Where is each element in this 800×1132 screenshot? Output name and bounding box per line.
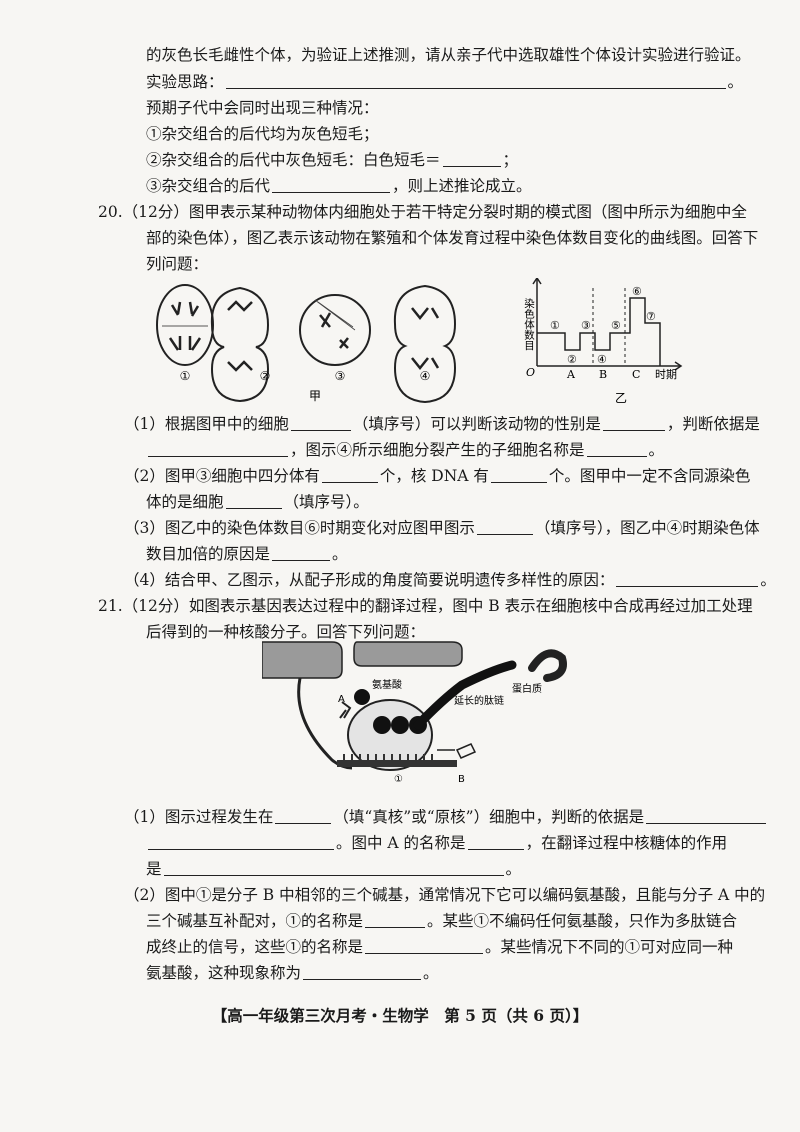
label-amino-acid: 氨基酸 bbox=[372, 678, 402, 691]
cell-1-diagram bbox=[156, 284, 214, 366]
svg-text:C: C bbox=[632, 368, 640, 381]
answer-blank[interactable] bbox=[365, 938, 484, 954]
figure-jia: ① ② ③ ④ 甲 bbox=[150, 280, 480, 405]
svg-text:⑤: ⑤ bbox=[611, 319, 621, 332]
svg-text:①: ① bbox=[550, 319, 560, 332]
q21-p2-line1: （2）图中①是分子 B 中相邻的三个碱基，通常情况下它可以编码氨基酸，且能与分子… bbox=[124, 886, 766, 904]
q21-p2-line4: 氨基酸，这种现象称为。 bbox=[146, 964, 439, 982]
answer-blank[interactable] bbox=[290, 415, 351, 431]
answer-blank[interactable] bbox=[321, 467, 378, 483]
q21-stem-line1: 21.（12分）如图表示基因表达过程中的翻译过程，图中 B 表示在细胞核中合成再… bbox=[98, 597, 753, 615]
q21-p1-line3: 是。 bbox=[146, 860, 522, 878]
cell-4-diagram bbox=[393, 284, 457, 404]
q20-p3-line1: （3）图乙中的染色体数目⑥时期变化对应图甲图示（填序号），图乙中④时期染色体 bbox=[124, 519, 760, 537]
cell-label-1: ① bbox=[180, 369, 191, 383]
q19-line3: 预期子代中会同时出现三种情况： bbox=[146, 99, 379, 117]
label-chain: 延长的肽链 bbox=[454, 694, 504, 707]
answer-blank[interactable] bbox=[616, 571, 759, 587]
cell-3-diagram bbox=[299, 294, 371, 366]
origin-label: O bbox=[526, 366, 535, 379]
answer-blank[interactable] bbox=[148, 441, 288, 457]
q19-line1: 的灰色长毛雌性个体，为验证上述推测，请从亲子代中选取雄性个体设计实验进行验证。 bbox=[146, 46, 751, 64]
answer-blank[interactable] bbox=[365, 912, 426, 928]
q19-line5: ②杂交组合的后代中灰色短毛：白色短毛＝； bbox=[146, 151, 519, 169]
ribosome bbox=[347, 699, 433, 771]
answer-blank[interactable] bbox=[586, 441, 647, 457]
nuclear-envelope bbox=[262, 641, 343, 679]
answer-blank[interactable] bbox=[163, 860, 504, 876]
svg-text:⑦: ⑦ bbox=[646, 310, 656, 323]
trna-a bbox=[339, 701, 352, 719]
answer-blank[interactable] bbox=[272, 545, 331, 561]
q20-stem-line3: 列问题： bbox=[146, 255, 209, 273]
answer-blank[interactable] bbox=[225, 73, 726, 89]
answer-blank[interactable] bbox=[303, 964, 422, 980]
q21-stem-line2: 后得到的一种核酸分子。回答下列问题： bbox=[146, 623, 426, 641]
svg-text:A: A bbox=[566, 368, 576, 381]
q21-p2-line3: 成终止的信号，这些①的名称是。某些情况下不同的①可对应同一种 bbox=[146, 938, 734, 956]
x-axis-label: 时期 bbox=[655, 368, 677, 381]
figure-jia-caption: 甲 bbox=[309, 389, 321, 403]
q21-p2-line2: 三个碱基互补配对，①的名称是。某些①不编码任何氨基酸，只作为多肽链合 bbox=[146, 912, 738, 930]
q20-p3-line2: 数目加倍的原因是。 bbox=[146, 545, 348, 563]
answer-blank[interactable] bbox=[275, 808, 332, 824]
svg-text:B: B bbox=[599, 368, 607, 381]
cell-label-3: ③ bbox=[335, 369, 346, 383]
label-a: A bbox=[338, 694, 345, 705]
answer-blank[interactable] bbox=[646, 808, 767, 824]
cell-label-4: ④ bbox=[420, 369, 431, 383]
q20-p1-line2: ，图示④所示细胞分裂产生的子细胞名称是。 bbox=[0, 439, 800, 461]
q19-line6: ③杂交组合的后代，则上述推论成立。 bbox=[146, 177, 532, 195]
answer-blank[interactable] bbox=[602, 415, 665, 431]
q19-line4: ①杂交组合的后代均为灰色短毛； bbox=[146, 125, 379, 143]
q20-p4-line1: （4）结合甲、乙图示，从配子形成的角度简要说明遗传多样性的原因：。 bbox=[124, 571, 776, 589]
mrna-strand bbox=[297, 677, 353, 770]
figure-translation: A 氨基酸 延长的肽链 蛋白质 ① B bbox=[262, 640, 572, 800]
polypeptide-chain bbox=[413, 660, 517, 730]
answer-blank[interactable] bbox=[442, 151, 501, 167]
q21-p1-line2: 。图中 A 的名称是，在翻译过程中核糖体的作用 bbox=[0, 832, 800, 854]
q21-p1-line1: （1）图示过程发生在（填“真核”或“原核”）细胞中，判断的依据是 bbox=[0, 806, 800, 828]
q19-line2: 实验思路：。 bbox=[146, 73, 744, 91]
answer-blank[interactable] bbox=[467, 834, 524, 850]
mrna-b bbox=[337, 760, 457, 767]
y-axis-label: 染色体数目 bbox=[523, 297, 535, 350]
q20-p2-line2: 体的是细胞（填序号）。 bbox=[146, 493, 369, 511]
q20-stem-line1: 20.（12分）图甲表示某种动物体内细胞处于若干特定分裂时期的模式图（图中所示为… bbox=[98, 203, 747, 221]
figure-yi-caption: 乙 bbox=[615, 391, 627, 405]
cell-2-diagram bbox=[210, 286, 270, 403]
q20-stem-line2: 部的染色体），图乙表示该动物在繁殖和个体发育过程中染色体数目变化的曲线图。回答下 bbox=[146, 229, 759, 247]
answer-blank[interactable] bbox=[148, 834, 334, 850]
answer-blank[interactable] bbox=[476, 519, 533, 535]
svg-text:⑥: ⑥ bbox=[632, 285, 642, 298]
page-footer: 【高一年级第三次月考・生物学 第 5 页（共 6 页）】 bbox=[211, 1006, 589, 1025]
svg-text:③: ③ bbox=[581, 319, 591, 332]
svg-text:④: ④ bbox=[597, 353, 607, 366]
chromosome-curve bbox=[537, 297, 661, 366]
answer-blank[interactable] bbox=[225, 493, 282, 509]
answer-blank[interactable] bbox=[272, 177, 391, 193]
label-codon: ① bbox=[394, 774, 403, 785]
q20-p1-line1: （1）根据图甲中的细胞（填序号）可以判断该动物的性别是，判断依据是 bbox=[124, 415, 760, 433]
figure-yi: 染色体数目 O 时期 ① ② ③ ④ ⑤ ⑥ ⑦ A B C 乙 bbox=[515, 278, 695, 408]
answer-blank[interactable] bbox=[490, 467, 547, 483]
cell-label-2: ② bbox=[260, 369, 271, 383]
protein-shape bbox=[528, 649, 567, 682]
amino-acid-bead bbox=[354, 689, 370, 705]
label-protein: 蛋白质 bbox=[512, 682, 542, 695]
svg-text:②: ② bbox=[567, 353, 577, 366]
q20-p2-line1: （2）图甲③细胞中四分体有个，核 DNA 有个。图甲中一定不含同源染色 bbox=[124, 467, 751, 485]
label-b: B bbox=[458, 774, 465, 785]
